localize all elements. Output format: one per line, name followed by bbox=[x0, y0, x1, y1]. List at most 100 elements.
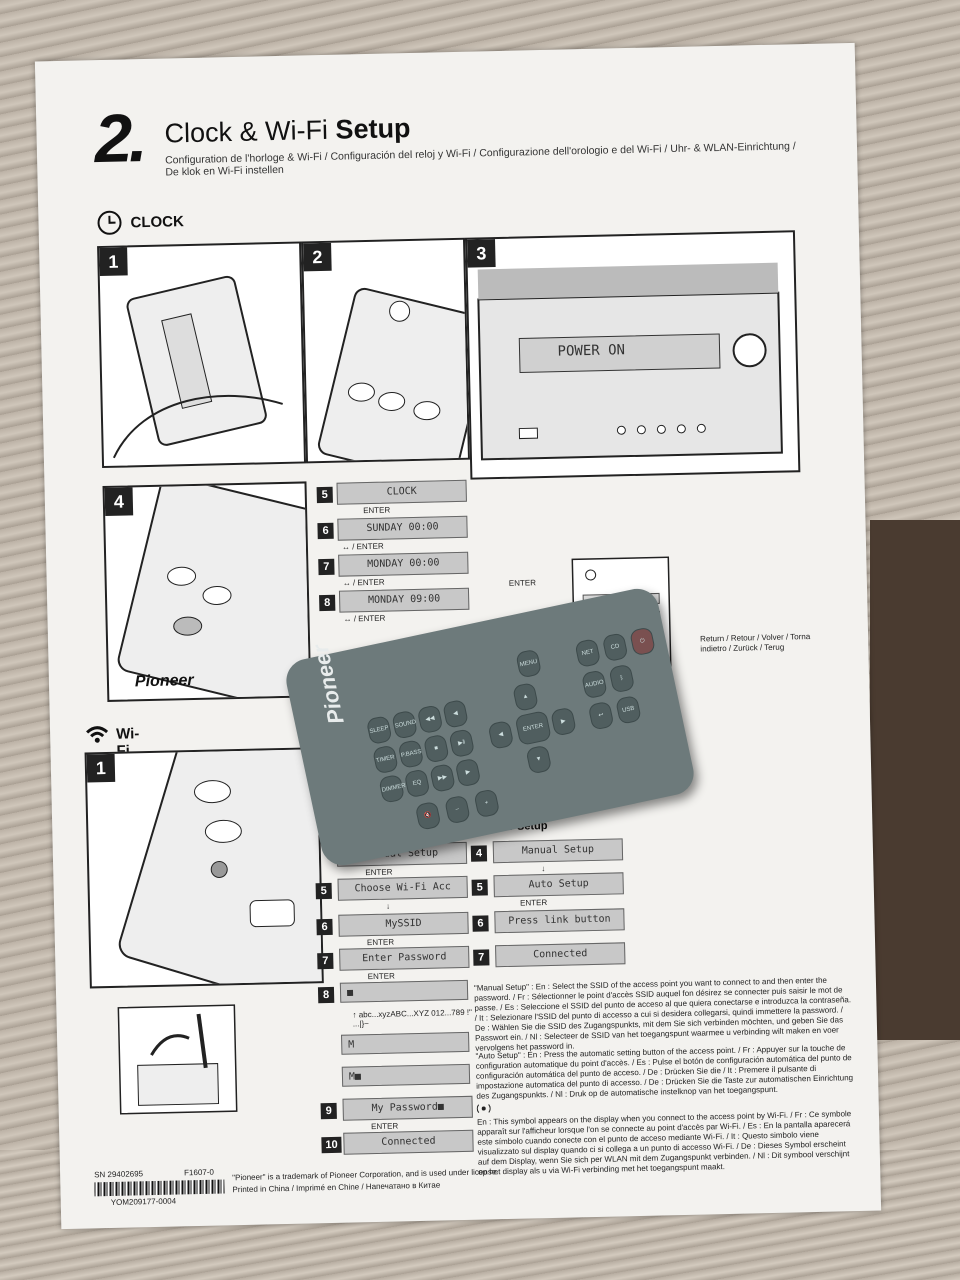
left-button: ◀ bbox=[487, 719, 515, 750]
dimmer-button: DIMMER bbox=[378, 773, 406, 804]
clock-steps: 5 CLOCK ENTER 6 SUNDAY 00:00 ↔ / ENTER 7… bbox=[35, 43, 855, 624]
remote-menu-illustration bbox=[118, 747, 324, 989]
barcode bbox=[94, 1179, 225, 1197]
step-num: 7 bbox=[318, 558, 335, 576]
step-num: 8 bbox=[319, 594, 336, 612]
bluetooth-button: ᛒ bbox=[608, 663, 636, 694]
step-num: 7 bbox=[473, 949, 490, 966]
eq-button: EQ bbox=[403, 768, 431, 799]
lcd-display: SUNDAY 00:00 bbox=[337, 515, 468, 541]
lcd-display: Connected bbox=[343, 1129, 474, 1155]
step-num: 6 bbox=[316, 918, 333, 936]
key-instruction: ↔ / ENTER bbox=[342, 577, 385, 588]
step-num: 6 bbox=[472, 915, 489, 932]
panel-number: 3 bbox=[467, 239, 496, 268]
step-num: 5 bbox=[316, 486, 333, 504]
volume-down-button: – bbox=[443, 794, 471, 825]
printed-in-note: Printed in China / Imprimé en Chine / На… bbox=[232, 1180, 441, 1195]
lcd-display: Choose Wi-Fi Acc bbox=[337, 875, 468, 901]
barcode-text: YOM209177-0004 bbox=[110, 1196, 177, 1208]
lcd-display: MONDAY 09:00 bbox=[338, 587, 470, 613]
panel-number: 4 bbox=[104, 487, 134, 516]
remote-power-illustration bbox=[317, 287, 471, 464]
enter-button: ENTER bbox=[514, 710, 552, 747]
prev-button: ◀ bbox=[442, 698, 469, 729]
clock-panel-1: 1 bbox=[97, 241, 307, 469]
lcd-display: My Password■ bbox=[342, 1095, 473, 1121]
power-button: ⏻ bbox=[629, 626, 657, 657]
page-subtitle-2: De klok en Wi-Fi instellen bbox=[165, 163, 284, 179]
sound-button: SOUND bbox=[391, 709, 419, 740]
key-instruction: ↓ bbox=[541, 864, 546, 874]
auto-setup-steps: 4 Manual Setup ↓ 5 Auto Setup ENTER 6 Pr… bbox=[35, 43, 855, 968]
lcd-display: M bbox=[341, 1031, 470, 1055]
clock-section-label: CLOCK bbox=[130, 213, 185, 232]
up-button: ▲ bbox=[512, 681, 539, 712]
key-instruction: ENTER bbox=[367, 971, 395, 982]
page-title: Clock & Wi-Fi Setup bbox=[164, 112, 411, 149]
manual-setup-note: "Manual Setup" : En : Select the SSID of… bbox=[473, 975, 852, 1053]
auto-setup-note: "Auto Setup" : En : Press the automatic … bbox=[475, 1043, 854, 1101]
clock-panel-4: 4 Pioneer bbox=[102, 481, 312, 702]
lcd-display: Enter Password bbox=[339, 945, 470, 971]
dpad: ▲ ◀ ENTER ▶ ▼ bbox=[481, 674, 588, 781]
step-num: 10 bbox=[321, 1136, 342, 1154]
net-button: NET bbox=[574, 638, 602, 669]
floor-background bbox=[870, 520, 960, 1040]
wifi-section: Wi-Fi bbox=[84, 724, 140, 760]
lcd-display: M■ bbox=[341, 1063, 471, 1087]
key-instruction: ENTER bbox=[371, 1121, 399, 1132]
pbass-button: P.BASS bbox=[397, 739, 425, 770]
lcd-display: CLOCK bbox=[336, 479, 467, 505]
step-num: 4 bbox=[470, 845, 488, 862]
step-number: 2. bbox=[93, 100, 145, 178]
lcd-display: Press link button bbox=[494, 908, 625, 934]
step-num: 9 bbox=[320, 1102, 337, 1120]
battery-insert-illustration bbox=[112, 275, 283, 459]
forward-button: ▶▶ bbox=[429, 762, 457, 793]
stop-button: ■ bbox=[422, 733, 450, 764]
lcd-display: MONDAY 00:00 bbox=[338, 551, 469, 577]
rewind-button: ◀◀ bbox=[416, 704, 444, 735]
stereo-unit-illustration bbox=[477, 262, 783, 461]
lcd-display: MySSID bbox=[338, 911, 469, 937]
connection-symbol-icon bbox=[476, 1104, 491, 1113]
step-num: 8 bbox=[317, 986, 335, 1004]
wifi-icon bbox=[86, 726, 109, 743]
play-pause-button: ▶‖ bbox=[448, 728, 476, 759]
clock-panel-2: 2 bbox=[301, 237, 471, 464]
pioneer-logo: Pioneer bbox=[134, 672, 194, 691]
key-instruction: ENTER bbox=[366, 937, 395, 948]
form-code: F1607-0 bbox=[184, 1167, 215, 1178]
symbol-note: En : This symbol appears on the display … bbox=[476, 1109, 852, 1177]
stereo-display-text: POWER ON bbox=[557, 342, 626, 360]
instruction-sheet: 2. Clock & Wi-Fi Setup Configuration de … bbox=[34, 42, 882, 1230]
usb-button: USB bbox=[614, 694, 642, 725]
wifi-panel-1: 1 bbox=[84, 747, 324, 989]
step-num: 6 bbox=[317, 522, 334, 540]
key-instruction: ENTER bbox=[365, 867, 393, 878]
lcd-display: Auto Setup bbox=[493, 872, 624, 898]
panel-number: 1 bbox=[99, 247, 128, 277]
down-button: ▼ bbox=[525, 744, 553, 775]
antenna-illustration bbox=[117, 1004, 238, 1115]
timer-button: TIMER bbox=[371, 744, 399, 775]
lcd-display: Manual Setup bbox=[492, 838, 624, 864]
remote-brand-logo: Pioneer bbox=[307, 642, 349, 727]
return-button: ↩ bbox=[587, 700, 615, 731]
trademark-note: "Pioneer" is a trademark of Pioneer Corp… bbox=[232, 1167, 499, 1183]
right-button: ▶ bbox=[550, 706, 577, 737]
key-instruction: ↓ bbox=[386, 901, 391, 911]
return-callout: Return / Retour / Volver / Torna indietr… bbox=[700, 632, 811, 654]
step-num: 5 bbox=[315, 882, 332, 900]
key-instruction: ↔ / ENTER bbox=[341, 541, 384, 552]
manual-setup-steps: Manual Setup ENTER 5 Choose Wi-Fi Acc ↓ … bbox=[35, 43, 855, 1155]
lcd-display: ■ bbox=[339, 979, 469, 1003]
clock-icon bbox=[97, 210, 122, 235]
menu-button: MENU bbox=[515, 648, 543, 679]
mute-button: 🔇 bbox=[414, 800, 442, 831]
next-button: ▶ bbox=[454, 757, 482, 788]
clock-panel-3: 3 POWER ON bbox=[464, 230, 801, 480]
step-num: 5 bbox=[471, 879, 488, 896]
cd-button: CD bbox=[601, 632, 629, 663]
